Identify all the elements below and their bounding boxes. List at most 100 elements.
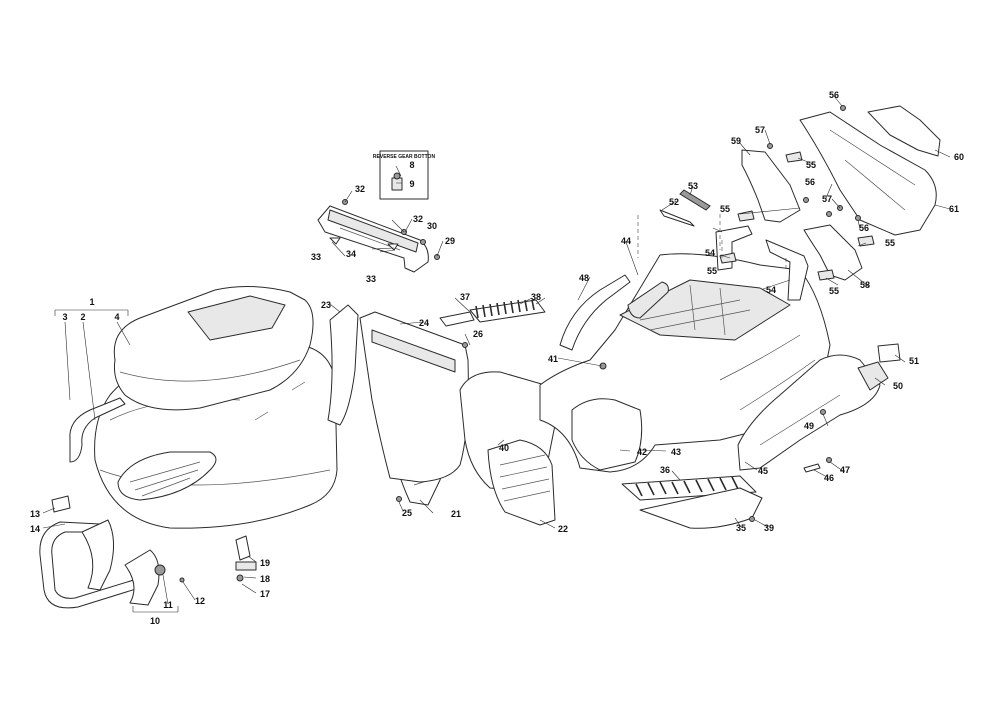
callout-60: 60 [954,152,964,162]
side-panel-assembly [737,343,901,473]
leader-lines [42,95,951,613]
cap-51 [877,343,901,363]
callout-52: 52 [669,197,679,207]
callout-23: 23 [321,300,331,310]
trim-48 [559,274,631,351]
step-mat-assembly [439,299,546,327]
footwell-assembly [459,371,557,526]
callout-45: 45 [758,466,768,476]
callout-22: 22 [558,524,568,534]
inset-frame [379,150,429,200]
front-bumper-assembly [39,495,185,609]
pin-washer [236,574,244,582]
side-panel-45 [737,354,881,471]
callout-19: 19 [260,558,270,568]
pad-55a [785,151,803,163]
callout-48: 48 [579,273,589,283]
callout-46: 46 [824,473,834,483]
bonnet-hinge-strap [69,397,126,463]
callout-25: 25 [402,508,412,518]
rear-trim-assembly [559,274,669,351]
rear-panel-42 [571,398,643,471]
pad-55d [857,235,875,247]
callout-55d: 55 [885,238,895,248]
callout-44: 44 [621,236,631,246]
callout-42: 42 [637,447,647,457]
bumper-plate [124,549,160,606]
callout-50: 50 [893,381,903,391]
callout-59: 59 [731,136,741,146]
callout-55e: 55 [829,286,839,296]
callout-30: 30 [427,221,437,231]
callout-10: 10 [150,616,160,626]
nut-12 [179,577,185,583]
callout-3: 3 [62,312,67,322]
cover-60 [867,105,941,157]
bumper-bolt [154,564,166,576]
callout-56b: 56 [805,177,815,187]
bumper-bar [39,521,156,609]
callout-56a: 56 [829,90,839,100]
callout-33b: 33 [366,274,376,284]
pad-55b [737,210,755,222]
gear-button [391,177,403,191]
callout-58: 58 [860,280,870,290]
dash-strip-assembly [317,199,440,273]
callout-47: 47 [840,465,850,475]
callout-39: 39 [764,523,774,533]
callout-53: 53 [688,181,698,191]
plate-35 [639,487,763,529]
callout-13: 13 [30,509,40,519]
seat-panel [187,295,286,341]
strip-37 [439,311,475,327]
callout-40: 40 [499,443,509,453]
callout-61: 61 [949,204,959,214]
callout-18: 18 [260,574,270,584]
handle-44 [627,281,669,319]
callout-24: 24 [419,318,429,328]
callout-54b: 54 [766,285,776,295]
callout-38: 38 [531,292,541,302]
reverse-gear-inset: REVERSE GEAR BOTTON [373,150,436,200]
callout-43: 43 [671,447,681,457]
callout-2: 2 [80,312,85,322]
callout-54a: 54 [705,248,715,258]
callout-14: 14 [30,524,40,534]
footboard-22 [487,439,556,526]
callout-12: 12 [195,596,205,606]
step-plate-assembly [621,475,763,529]
callout-32b: 32 [413,214,423,224]
mount-58 [803,224,863,281]
callout-55a: 55 [806,160,816,170]
callout-55b: 55 [720,204,730,214]
callout-55c: 55 [707,266,717,276]
pin-body [235,561,257,571]
callout-57b: 57 [822,194,832,204]
callout-37: 37 [460,292,470,302]
strip-53 [679,189,711,211]
cover-61 [799,111,937,236]
panel-23 [327,304,359,426]
callout-11: 11 [163,600,173,610]
callout-36: 36 [660,465,670,475]
center-panel-assembly [327,304,469,483]
pad-55e [817,269,835,281]
callout-51: 51 [909,356,919,366]
bracket-13 [51,495,71,513]
upper-bracket-assembly [659,105,941,301]
callout-9: 9 [409,179,414,189]
callout-32a: 32 [355,184,365,194]
callout-57a: 57 [755,125,765,135]
callout-35: 35 [736,523,746,533]
dashed-guides [637,214,787,272]
callout-4: 4 [114,312,119,322]
pad-55c [719,252,737,264]
pin-assembly [235,535,257,582]
pin-bracket [235,535,251,561]
inset-title: REVERSE GEAR BOTTON [373,154,436,160]
bumper-bracket [81,519,114,591]
callout-29: 29 [445,236,455,246]
bracket-54b [765,239,809,301]
callout-26: 26 [473,329,483,339]
